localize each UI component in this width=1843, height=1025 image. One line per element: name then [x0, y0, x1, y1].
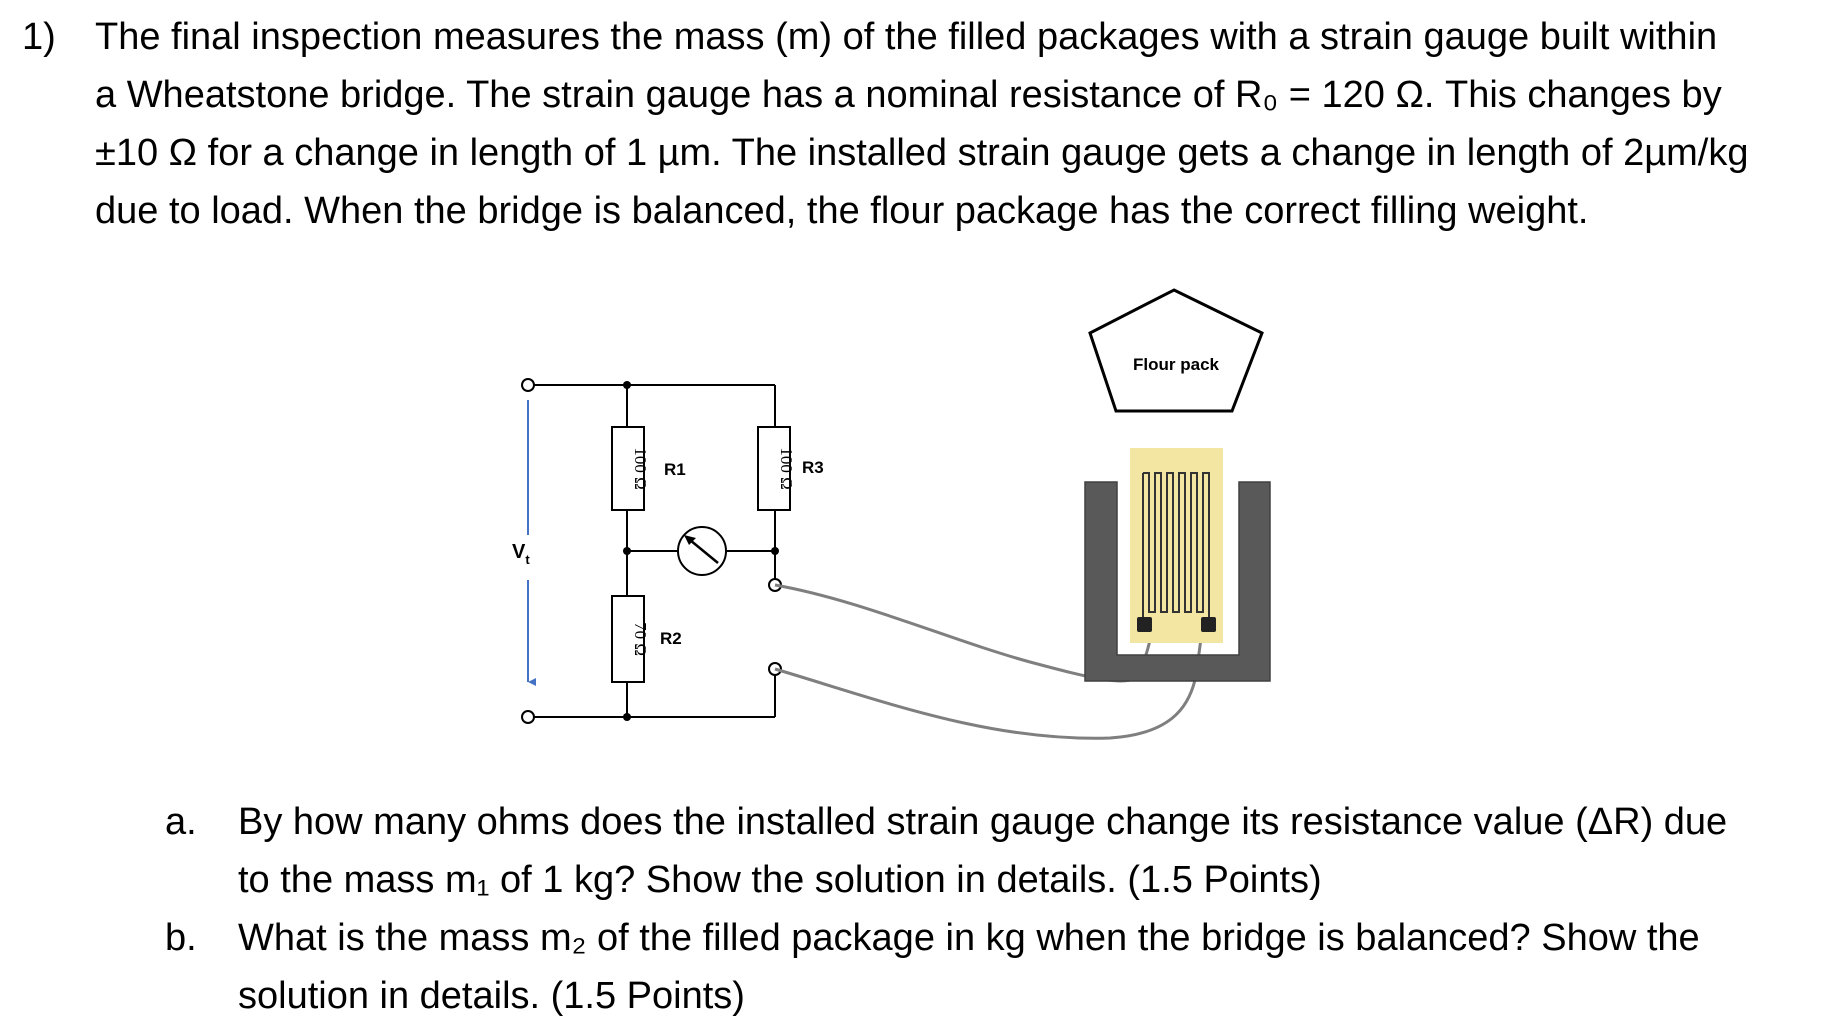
u-frame: [1084, 481, 1271, 682]
resistor-r2-value: 70 Ω: [631, 622, 650, 656]
question-a-text: By how many ohms does the installed stra…: [238, 793, 1828, 909]
voltage-label: Vt: [512, 541, 530, 567]
question-line: By how many ohms does the installed stra…: [238, 801, 1728, 843]
question-b-text: What is the mass m₂ of the filled packag…: [238, 909, 1828, 1025]
resistor-r2: [611, 595, 645, 683]
junction-dot: [771, 547, 779, 555]
voltage-symbol: V: [512, 541, 526, 563]
bridge-figure: Vt 100 Ω R1 70 Ω R2 100 Ω R3: [512, 288, 1271, 740]
gauge-grid: [1142, 472, 1210, 628]
flour-pack: [1088, 288, 1264, 413]
resistor-r1-name: R1: [664, 460, 686, 479]
resistor-r3-name: R3: [802, 458, 824, 477]
bottom-terminal: [521, 710, 535, 724]
question-line: What is the mass m₂ of the filled packag…: [238, 917, 1700, 959]
resistor-r3: [757, 426, 791, 511]
galvanometer-icon: [677, 526, 727, 576]
circuit-wires: [534, 384, 776, 718]
junction-dot: [623, 713, 631, 721]
voltage-subscript: t: [525, 552, 530, 567]
junction-dot: [623, 381, 631, 389]
strain-gauge: [1130, 448, 1223, 643]
junction-dot: [623, 547, 631, 555]
problem-number: 1): [22, 16, 56, 58]
gauge-pad: [1201, 617, 1216, 632]
problem-line: due to load. When the bridge is balanced…: [95, 190, 1589, 232]
problem-line: ±10 Ω for a change in length of 1 µm. Th…: [95, 132, 1749, 174]
resistor-r3-value: 100 Ω: [777, 447, 796, 489]
question-a-letter: a.: [165, 801, 197, 843]
gauge-pad: [1137, 617, 1152, 632]
problem-text: The final inspection measures the mass (…: [95, 8, 1830, 240]
resistor-r1: [611, 426, 645, 511]
resistor-r1-value: 100 Ω: [631, 447, 650, 489]
problem-line: The final inspection measures the mass (…: [95, 16, 1718, 58]
top-terminal: [521, 378, 535, 392]
problem-line: a Wheatstone bridge. The strain gauge ha…: [95, 74, 1722, 116]
flour-pack-label: Flour pack: [1133, 355, 1220, 374]
question-line: solution in details. (1.5 Points): [238, 975, 745, 1017]
question-line: to the mass m₁ of 1 kg? Show the solutio…: [238, 859, 1322, 901]
resistor-r2-name: R2: [660, 629, 682, 648]
question-b-letter: b.: [165, 917, 197, 959]
